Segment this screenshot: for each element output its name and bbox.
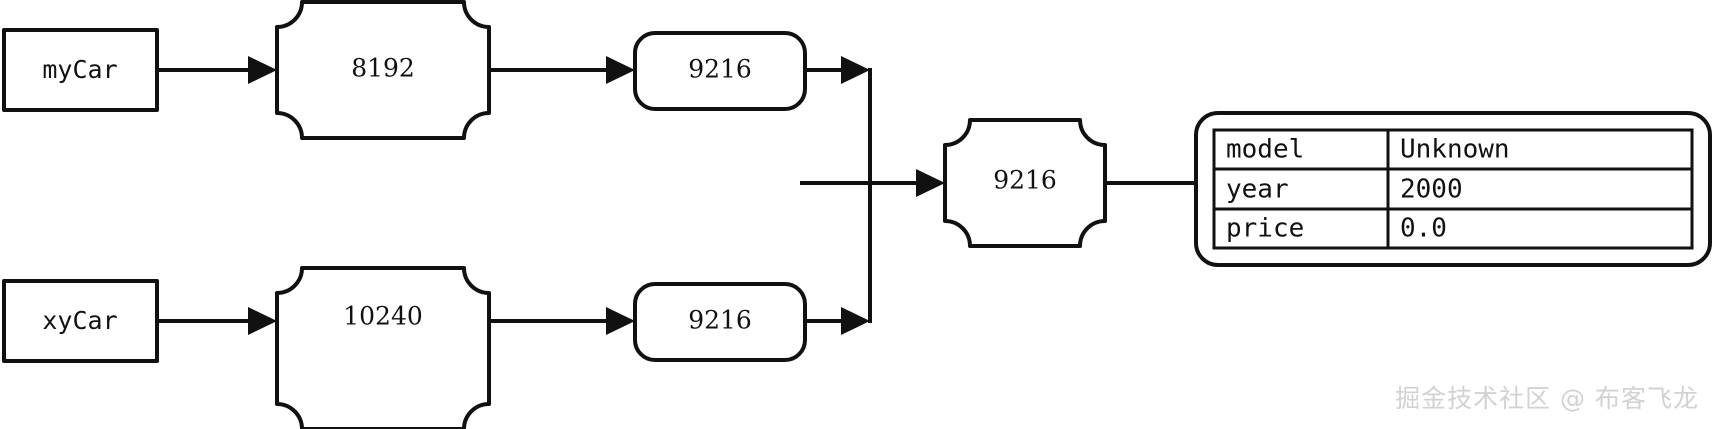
node-rounded-rect bbox=[633, 282, 807, 362]
node-rect bbox=[2, 279, 159, 363]
edge-stack-bottom-to-ref-bottom bbox=[489, 307, 635, 335]
arrow-head-icon bbox=[916, 169, 945, 197]
object-table-field: price bbox=[1226, 214, 1304, 244]
node-concave-box bbox=[275, 0, 491, 140]
edge-mycar-to-stack-top bbox=[157, 56, 277, 84]
edge-merge-to-heap-address bbox=[800, 169, 945, 197]
edge-ref-top-to-merge bbox=[805, 56, 870, 84]
watermark: 掘金技术社区 @ 布客飞龙 bbox=[1395, 384, 1699, 413]
node-object-table[interactable]: model Unknown year 2000 price 0.0 bbox=[1194, 111, 1712, 267]
node-label: 9216 bbox=[688, 55, 752, 84]
node-rounded-rect bbox=[633, 31, 807, 111]
object-table-value: 2000 bbox=[1400, 175, 1463, 205]
edge-xycar-to-stack-bottom bbox=[157, 307, 277, 335]
node-label: myCar bbox=[42, 55, 117, 84]
node-heap-address[interactable]: 9216 bbox=[943, 118, 1107, 248]
node-label: 9216 bbox=[993, 166, 1057, 195]
object-table-value: 0.0 bbox=[1400, 214, 1447, 244]
object-table-border bbox=[1212, 128, 1694, 250]
table-row: model Unknown bbox=[1226, 135, 1510, 165]
object-table-field: year bbox=[1226, 175, 1289, 205]
node-ref-top[interactable]: 9216 bbox=[633, 31, 807, 111]
node-my-car-var[interactable]: myCar bbox=[2, 28, 159, 112]
table-row: year 2000 bbox=[1226, 175, 1463, 205]
object-table-value: Unknown bbox=[1400, 135, 1510, 165]
node-stack-bottom[interactable]: 10240 bbox=[275, 266, 491, 429]
node-label: xyCar bbox=[42, 306, 117, 335]
arrow-head-icon bbox=[841, 56, 870, 84]
node-ref-bottom[interactable]: 9216 bbox=[633, 282, 807, 362]
arrow-head-icon bbox=[248, 307, 277, 335]
edge-stack-top-to-ref-top bbox=[489, 56, 635, 84]
node-label: 8192 bbox=[351, 54, 415, 83]
node-rect bbox=[2, 28, 159, 112]
node-concave-box bbox=[275, 266, 491, 429]
node-label: 10240 bbox=[343, 302, 423, 331]
node-xy-car-var[interactable]: xyCar bbox=[2, 279, 159, 363]
object-table-outer-rect bbox=[1194, 111, 1712, 267]
arrow-head-icon bbox=[841, 307, 870, 335]
edge-ref-bottom-to-merge bbox=[805, 307, 870, 335]
node-label: 9216 bbox=[688, 306, 752, 335]
node-stack-top[interactable]: 8192 bbox=[275, 0, 491, 140]
arrow-head-icon bbox=[606, 56, 635, 84]
arrow-head-icon bbox=[606, 307, 635, 335]
node-concave-box bbox=[943, 118, 1107, 248]
object-table-field: model bbox=[1226, 135, 1304, 165]
arrow-head-icon bbox=[248, 56, 277, 84]
table-row: price 0.0 bbox=[1226, 214, 1447, 244]
